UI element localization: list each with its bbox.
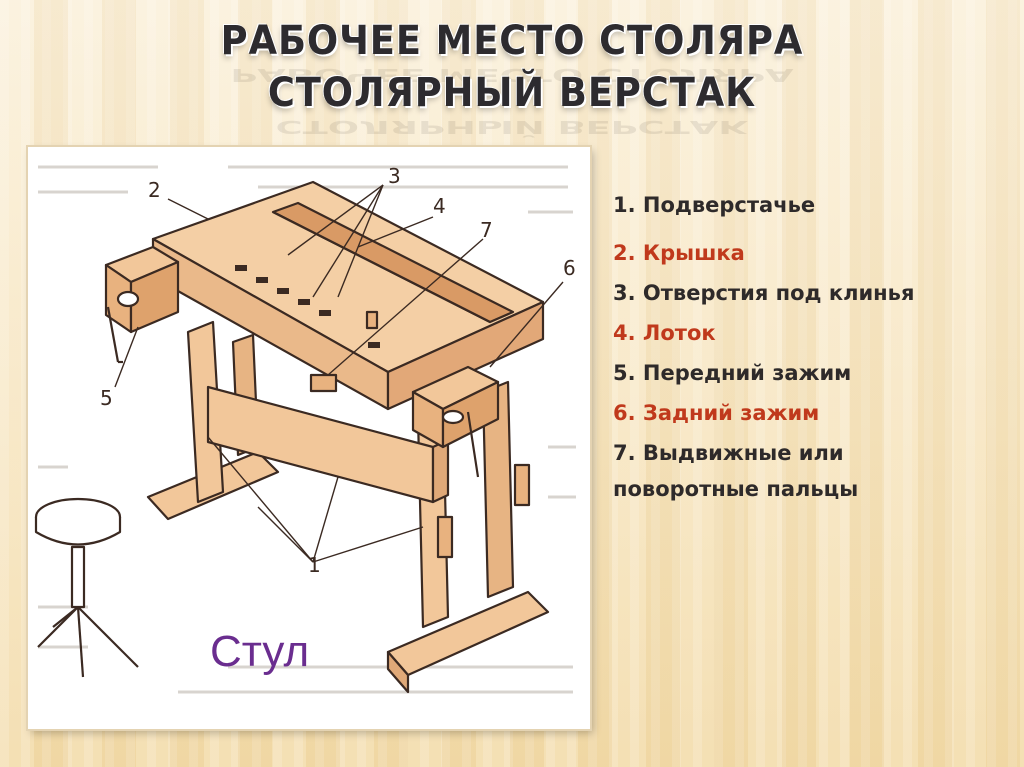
legend-item-7b: поворотные пальцы [613, 477, 859, 501]
callout-leaders [114, 184, 564, 563]
callout-1: 1 [308, 553, 321, 577]
callout-2: 2 [148, 178, 161, 202]
legend-item-7a: 7. Выдвижные или [613, 441, 844, 465]
slide-title-reflection-2: СТОЛЯРНЫЙ ВЕРСТАК [275, 116, 749, 138]
callout-7: 7 [480, 218, 493, 242]
chair-label: Стул [210, 627, 310, 676]
legend-item-3: 3. Отверстия под клинья [613, 281, 915, 305]
workbench-drawing: 1 2 3 4 5 6 7 [34, 164, 576, 694]
callout-3: 3 [388, 164, 401, 188]
slide-title-line1: РАБОЧЕЕ МЕСТО СТОЛЯРА [220, 18, 804, 64]
slide-title-line2: СТОЛЯРНЫЙ ВЕРСТАК [267, 70, 757, 116]
legend-item-4: 4. Лоток [613, 321, 716, 345]
workbench-shape [34, 180, 550, 694]
legend-item-6: 6. Задний зажим [613, 401, 820, 425]
callout-6: 6 [563, 256, 576, 280]
legend-item-1: 1. Подверстачье [613, 193, 816, 217]
workbench-illustration: 1 2 3 4 5 6 7 Стул [28, 147, 590, 729]
legend-item-2: 2. Крышка [613, 241, 745, 265]
callout-4: 4 [433, 194, 446, 218]
legend-item-5: 5. Передний зажим [613, 361, 852, 385]
callout-5: 5 [100, 386, 113, 410]
